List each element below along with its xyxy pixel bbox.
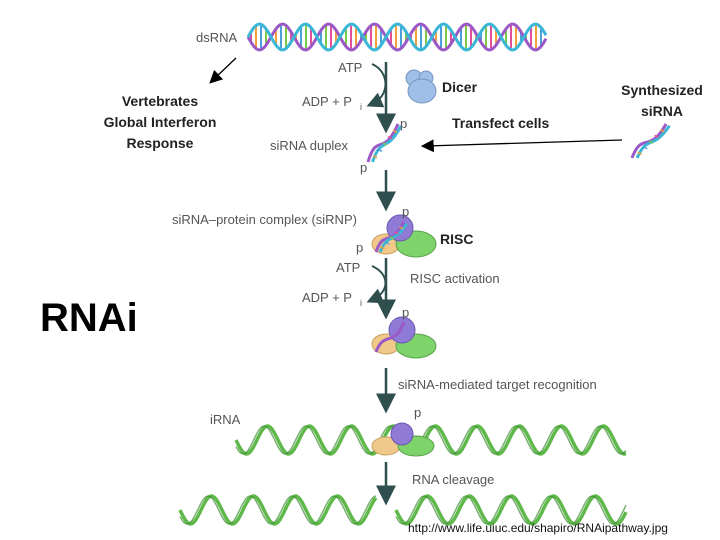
p-label-2: p (360, 160, 367, 175)
atp-label-2: ATP (336, 260, 360, 275)
sirnp-label: siRNA–protein complex (siRNP) (172, 212, 357, 227)
sirna-strand-a (630, 123, 668, 159)
rna-cleavage-label: RNA cleavage (412, 472, 494, 487)
vertebrates-line-3: Response (127, 135, 194, 151)
mrna-segment-shadow (395, 495, 627, 525)
atp-hydrolysis-arrow-1 (366, 63, 387, 108)
sirna-duplex-glyph (366, 123, 403, 163)
mrna-segment (394, 494, 628, 526)
sirna-base-pair (392, 129, 398, 134)
sirna-base-pair (659, 128, 665, 133)
p-label-4: p (356, 240, 363, 255)
source-url: http://www.life.uiuc.edu/shapiro/RNAipat… (408, 521, 668, 535)
sirna-base-pair (637, 151, 643, 156)
active-sirna-strand-glyph (374, 321, 406, 353)
guide-strand (374, 321, 406, 353)
sirna-base-pair (389, 236, 395, 240)
sirna-base-pair (387, 135, 393, 140)
sirna-base-pair (398, 226, 404, 230)
dicer-enzyme (405, 69, 437, 104)
synthesized-sirna-glyph (630, 123, 671, 159)
mrna-strand-target (234, 424, 627, 456)
p-label-5: p (402, 305, 409, 320)
sirna-base-pair (382, 142, 388, 146)
vertebrates-line-2: Global Interferon (104, 114, 217, 130)
vertebrates-line-1: Vertebrates (122, 93, 198, 109)
target-recognition-label: siRNA-mediated target recognition (398, 377, 597, 392)
dsrna-helix (246, 22, 548, 52)
mrna-segment-shadow (179, 495, 377, 525)
arrow-to-interferon (209, 57, 237, 84)
atp-hydrolysis-arrow-2 (366, 265, 387, 304)
sirna-duplex-label: siRNA duplex (270, 138, 349, 153)
mrna-segment (178, 494, 378, 526)
arrow-transfect (420, 139, 623, 153)
sirna-base-pair (380, 246, 386, 250)
sirnp-sirna-glyph (374, 221, 409, 253)
sirna-strand-a (366, 123, 400, 163)
sirna-base-pair (372, 154, 378, 159)
sirna-base-pair (377, 148, 383, 153)
sirna-base-pair (654, 134, 660, 139)
sirna-base-pair (394, 231, 400, 235)
pi-subscript-2: i (360, 298, 362, 308)
slide-title: RNAi (40, 296, 138, 340)
mrna-label: iRNA (210, 412, 241, 427)
p-label-3: p (402, 204, 409, 219)
sirna-strand-b (371, 125, 403, 163)
sirna-base-pair (648, 140, 654, 144)
risc-label: RISC (440, 231, 473, 247)
dsrna-strand-a (246, 22, 548, 52)
transfect-label: Transfect cells (452, 115, 549, 131)
synthesized-line-1: Synthesized (621, 82, 703, 98)
mrna-segment (234, 424, 627, 456)
adp-label-2: ADP + P (302, 290, 352, 305)
risc-on-mrna (371, 422, 435, 457)
pi-subscript-1: i (360, 102, 362, 112)
sirna-base-pair (384, 241, 390, 245)
dsrna-strand-b (246, 22, 548, 52)
dicer-label: Dicer (442, 79, 478, 95)
sirna-base-pair (642, 145, 648, 150)
atp-label-1: ATP (338, 60, 362, 75)
adp-label-1: ADP + P (302, 94, 352, 109)
p-label-6: p (414, 405, 421, 420)
synthesized-line-2: siRNA (641, 103, 683, 119)
mrna-strand-cleaved (178, 494, 628, 526)
risc-activation-label: RISC activation (410, 271, 500, 286)
dsrna-label: dsRNA (196, 30, 238, 45)
p-label-1: p (400, 116, 407, 131)
mrna-segment-shadow (235, 425, 627, 455)
sirna-strand-b (635, 124, 671, 159)
